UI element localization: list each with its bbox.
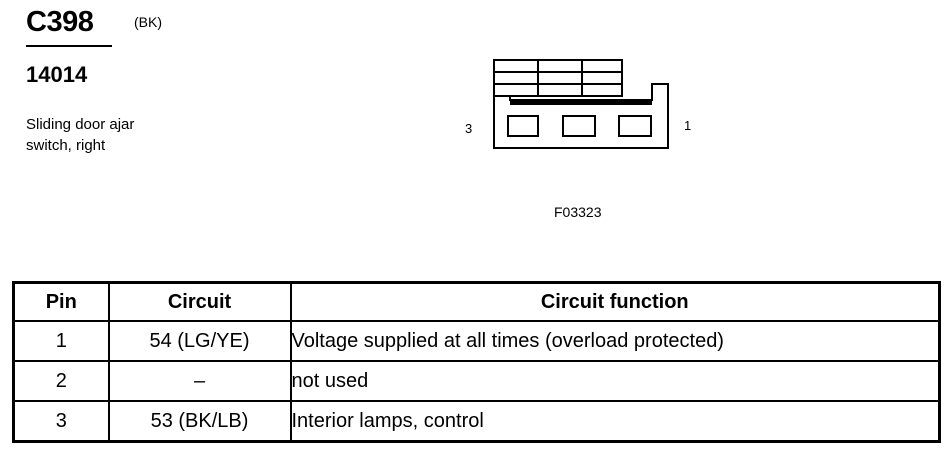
color-code: (BK) xyxy=(134,14,162,30)
connector-face-diagram xyxy=(493,59,669,149)
connector-cavity-2 xyxy=(562,115,596,137)
connector-id: C398 xyxy=(26,6,94,38)
table-row: 2 – not used xyxy=(12,360,941,402)
table-header-row: Pin Circuit Circuit function xyxy=(12,281,941,322)
header-circuit: Circuit xyxy=(107,281,292,322)
connector-cavity-3 xyxy=(507,115,539,137)
pin-cell: 2 xyxy=(12,360,110,402)
function-cell: Interior lamps, control xyxy=(289,400,941,443)
pin-cell: 1 xyxy=(12,320,110,362)
pin-cell: 3 xyxy=(12,400,110,443)
function-cell: Voltage supplied at all times (overload … xyxy=(289,320,941,362)
function-cell: not used xyxy=(289,360,941,402)
connector-cavity-1 xyxy=(618,115,652,137)
circuit-cell: 53 (BK/LB) xyxy=(107,400,292,443)
description-line-2: switch, right xyxy=(26,137,106,154)
title-divider xyxy=(26,45,112,47)
pin-label-right: 1 xyxy=(684,118,692,133)
description-line-1: Sliding door ajar xyxy=(26,116,135,133)
pin-label-left: 3 xyxy=(465,121,473,136)
circuit-cell: – xyxy=(107,360,292,402)
connector-description: Sliding door ajar switch, right xyxy=(26,114,134,156)
header-pin: Pin xyxy=(12,281,110,322)
circuit-cell: 54 (LG/YE) xyxy=(107,320,292,362)
table-row: 1 54 (LG/YE) Voltage supplied at all tim… xyxy=(12,320,941,362)
part-number: 14014 xyxy=(26,62,88,87)
connector-latch-grid xyxy=(493,59,623,97)
pinout-table: Pin Circuit Circuit function 1 54 (LG/YE… xyxy=(12,281,941,443)
table-row: 3 53 (BK/LB) Interior lamps, control xyxy=(12,400,941,443)
header-circuit-function: Circuit function xyxy=(289,281,941,322)
diagram-reference: F03323 xyxy=(554,204,602,220)
